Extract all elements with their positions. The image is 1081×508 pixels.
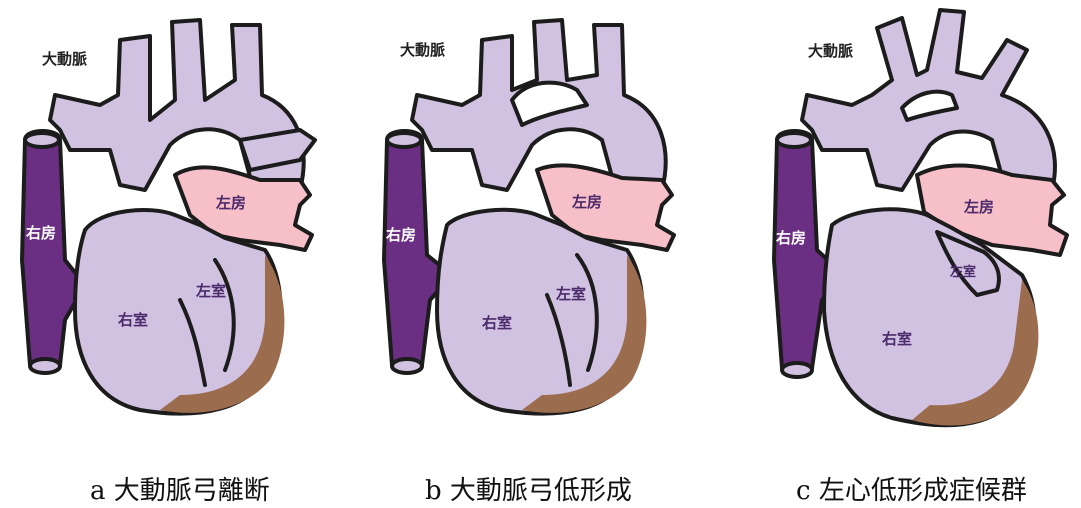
caption-a: a 大動脈弓離断 (90, 470, 270, 507)
panel-a-heart (22, 20, 315, 414)
panel-b-label-left-ventricle: 左室 (555, 285, 586, 303)
panel-a-label-left-ventricle: 左室 (195, 282, 226, 300)
panel-c-label-right-atrium: 右房 (776, 229, 806, 247)
panel-b-heart (384, 20, 674, 414)
panel-b-label-right-atrium: 右房 (386, 226, 416, 244)
panel-c-label-right-ventricle: 右室 (882, 330, 912, 348)
heart-diagrams: 大動脈 右房 左房 右室 左室 大動脈 右房 左房 右室 左室 大動脈 (0, 0, 1081, 460)
caption-b: b 大動脈弓低形成 (425, 470, 632, 507)
panel-b-right-atrium-top (387, 133, 421, 147)
panel-b-label-right-ventricle: 右室 (482, 314, 512, 332)
panel-c-label-left-ventricle: 左室 (950, 264, 976, 280)
panel-c-heart (774, 10, 1067, 425)
panel-b-label-aorta: 大動脈 (400, 41, 445, 59)
panel-a-label-right-ventricle: 右室 (118, 311, 148, 329)
panel-c-label-left-atrium: 左房 (963, 198, 994, 216)
panel-c-right-atrium-top (777, 133, 811, 147)
panel-a-label-right-atrium: 右房 (26, 224, 56, 242)
panel-a-right-atrium-top (25, 133, 59, 147)
panel-a-label-left-atrium: 左房 (215, 194, 246, 212)
panel-a-right-atrium-bottom (30, 359, 60, 373)
panel-b-label-left-atrium: 左房 (571, 193, 602, 211)
panel-a-label-aorta: 大動脈 (42, 50, 87, 68)
panel-b-right-atrium-bottom (392, 359, 422, 373)
panel-c-right-atrium-bottom (782, 363, 812, 377)
caption-c: c 左心低形成症候群 (796, 470, 1027, 507)
panel-c-label-aorta: 大動脈 (808, 42, 853, 60)
